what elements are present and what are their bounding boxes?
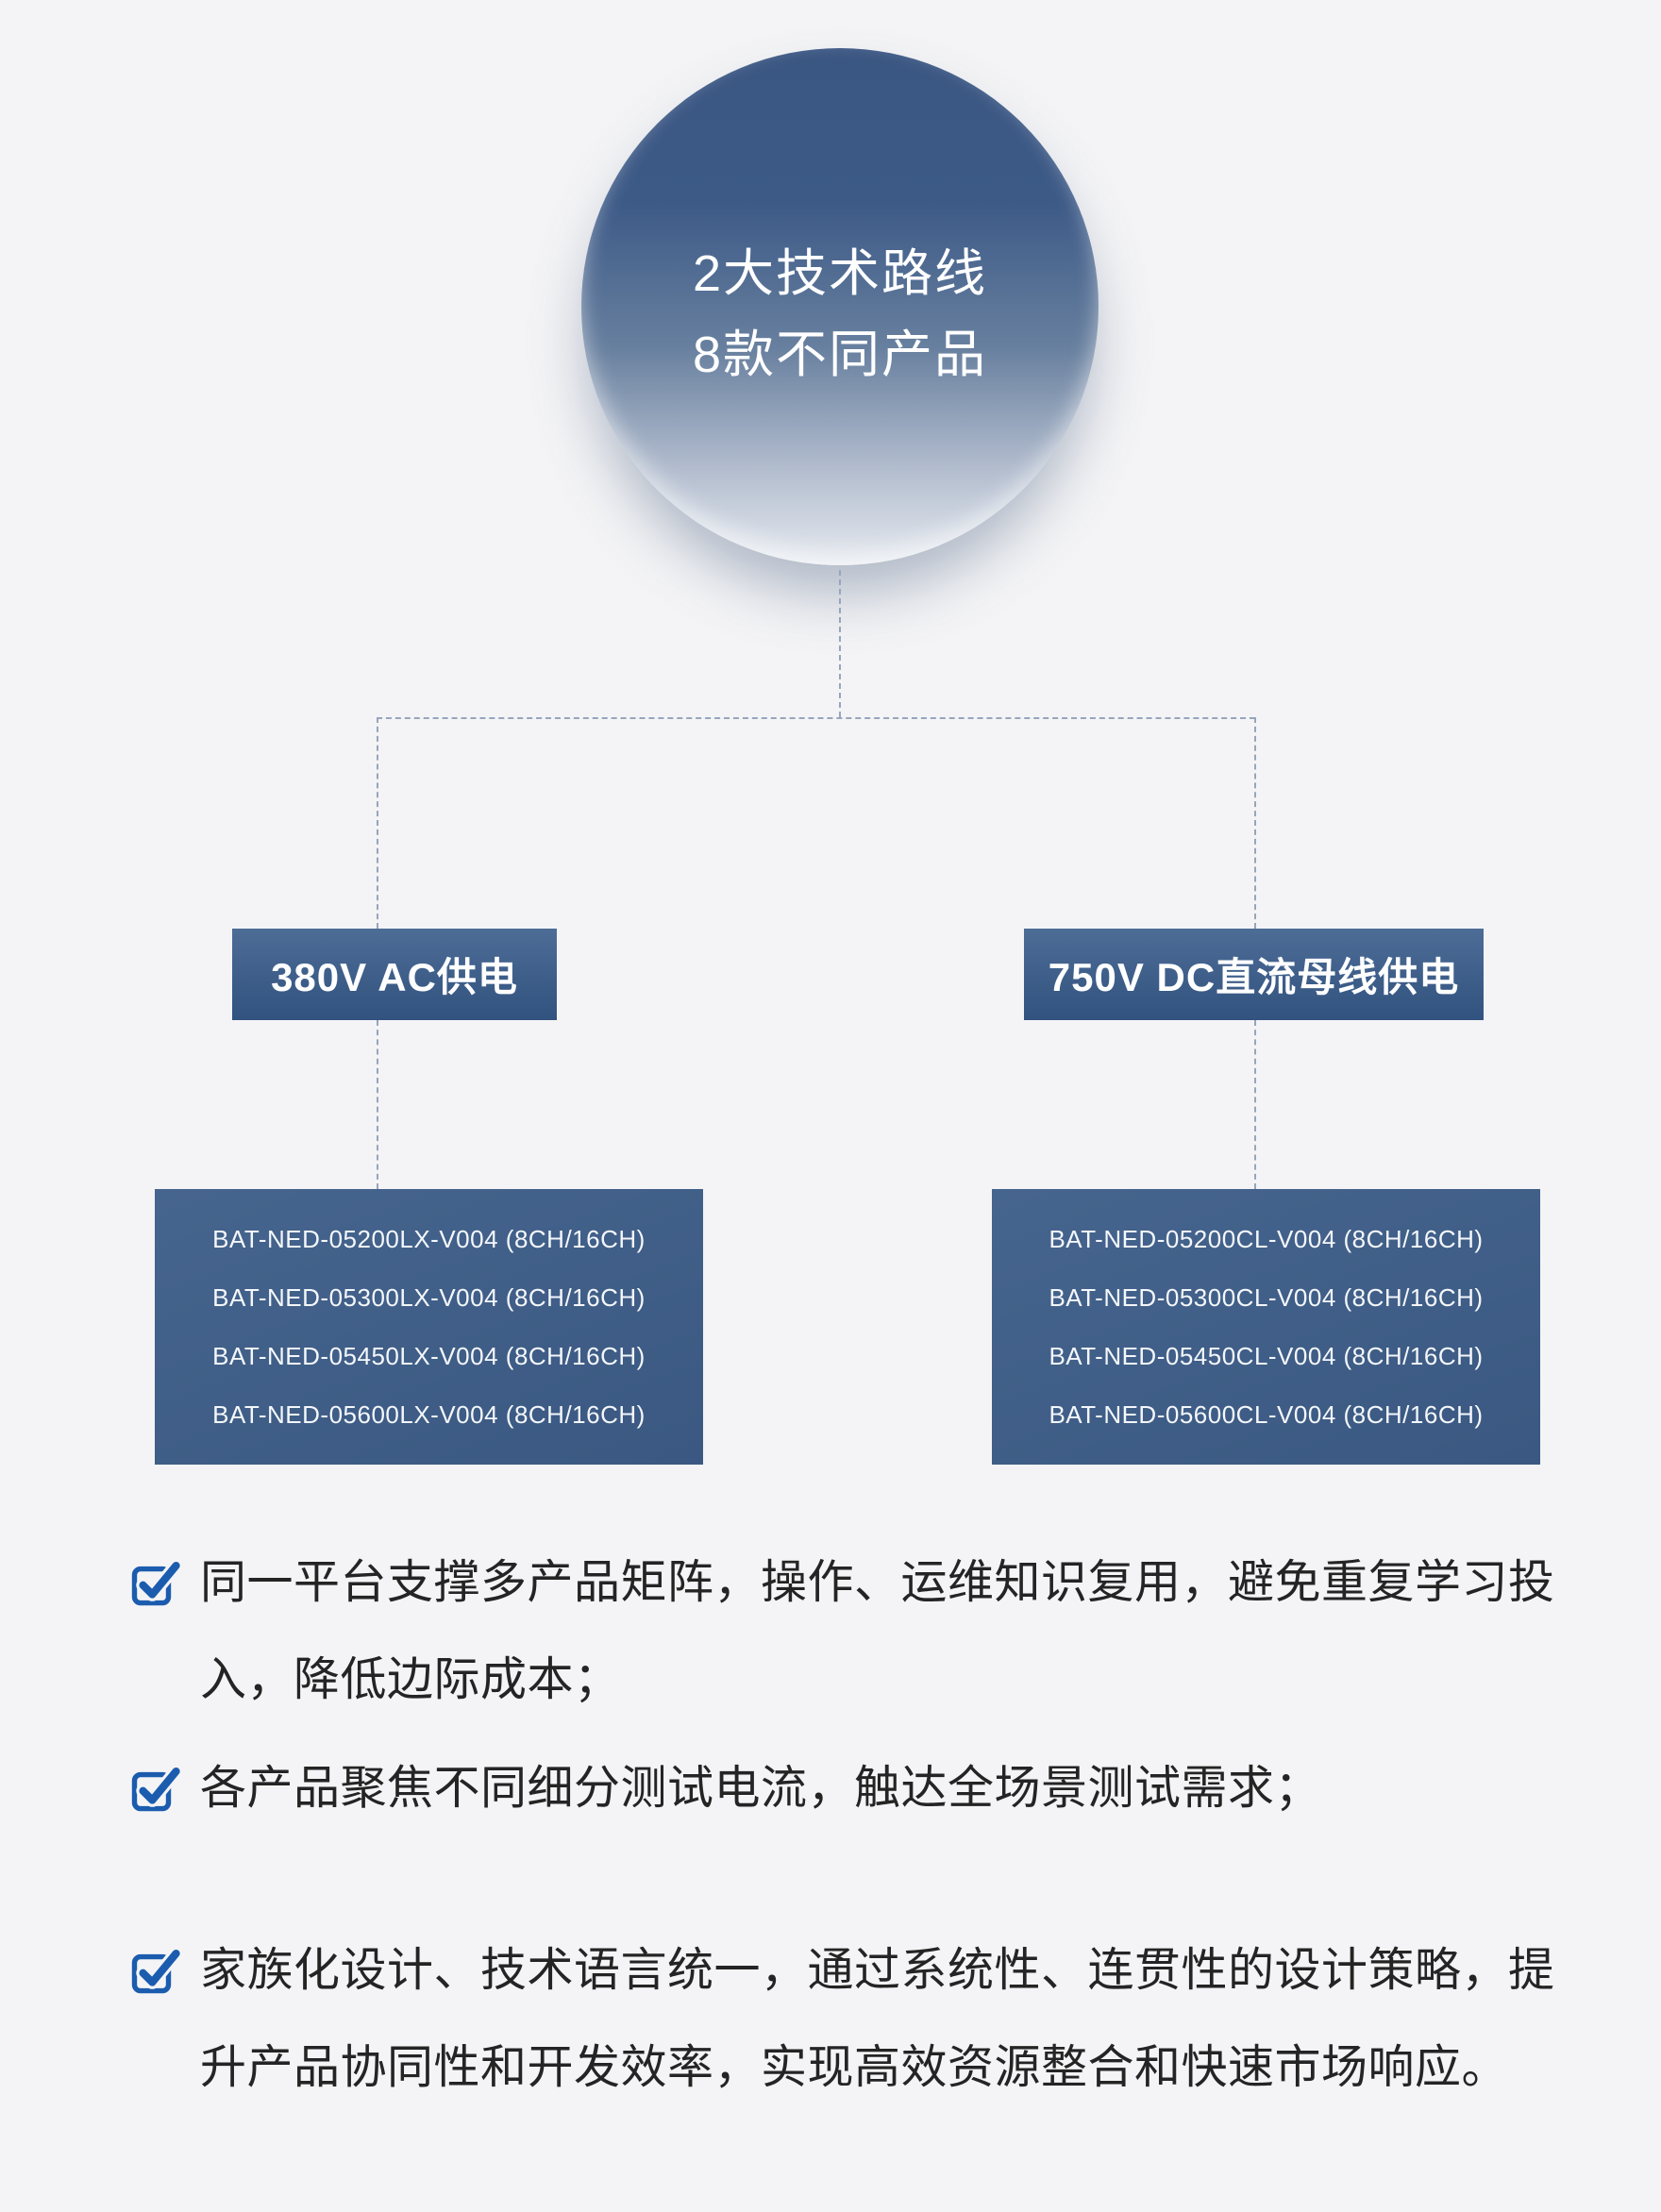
bullet-item: 家族化设计、技术语言统一，通过系统性、连贯性的设计策略，提升产品协同性和开发效率… xyxy=(130,1922,1559,2117)
product-list-dc: BAT-NED-05200CL-V004 (8CH/16CH) BAT-NED-… xyxy=(992,1189,1540,1465)
check-icon xyxy=(130,1945,183,1996)
bullet-text: 同一平台支撑多产品矩阵，操作、运维知识复用，避免重复学习投入，降低边际成本； xyxy=(200,1557,1555,1705)
bullet-text: 家族化设计、技术语言统一，通过系统性、连贯性的设计策略，提升产品协同性和开发效率… xyxy=(200,1945,1555,2093)
connector-root-vertical xyxy=(839,570,841,717)
root-node-line-2: 8款不同产品 xyxy=(692,327,988,383)
connector-horizontal xyxy=(377,717,1255,719)
product-item: BAT-NED-05600LX-V004 (8CH/16CH) xyxy=(212,1400,646,1429)
product-item: BAT-NED-05600CL-V004 (8CH/16CH) xyxy=(1049,1400,1484,1429)
bullet-text: 各产品聚焦不同细分测试电流，触达全场景测试需求； xyxy=(200,1763,1322,1814)
branch-header-ac: 380V AC供电 xyxy=(232,929,557,1020)
check-icon xyxy=(130,1557,183,1608)
product-item: BAT-NED-05300CL-V004 (8CH/16CH) xyxy=(1049,1283,1484,1312)
root-node-line-1: 2大技术路线 xyxy=(692,245,988,302)
product-item: BAT-NED-05300LX-V004 (8CH/16CH) xyxy=(212,1283,646,1312)
product-item: BAT-NED-05200CL-V004 (8CH/16CH) xyxy=(1049,1225,1484,1253)
connector-left-lower xyxy=(377,1020,378,1189)
product-item: BAT-NED-05200LX-V004 (8CH/16CH) xyxy=(212,1225,646,1253)
product-list-ac: BAT-NED-05200LX-V004 (8CH/16CH) BAT-NED-… xyxy=(155,1189,703,1465)
product-item: BAT-NED-05450CL-V004 (8CH/16CH) xyxy=(1049,1342,1484,1370)
product-item: BAT-NED-05450LX-V004 (8CH/16CH) xyxy=(212,1342,646,1370)
bullet-item: 同一平台支撑多产品矩阵，操作、运维知识复用，避免重复学习投入，降低边际成本； xyxy=(130,1534,1559,1729)
connector-left-upper xyxy=(377,717,378,929)
root-node: 2大技术路线 8款不同产品 xyxy=(581,48,1099,565)
bullet-list: 同一平台支撑多产品矩阵，操作、运维知识复用，避免重复学习投入，降低边际成本； 各… xyxy=(130,1534,1559,2117)
bullet-item: 各产品聚焦不同细分测试电流，触达全场景测试需求； xyxy=(130,1740,1559,1837)
check-icon xyxy=(130,1763,183,1814)
connector-right-upper xyxy=(1254,717,1256,929)
connector-right-lower xyxy=(1254,1020,1256,1189)
branch-header-dc: 750V DC直流母线供电 xyxy=(1024,929,1484,1020)
